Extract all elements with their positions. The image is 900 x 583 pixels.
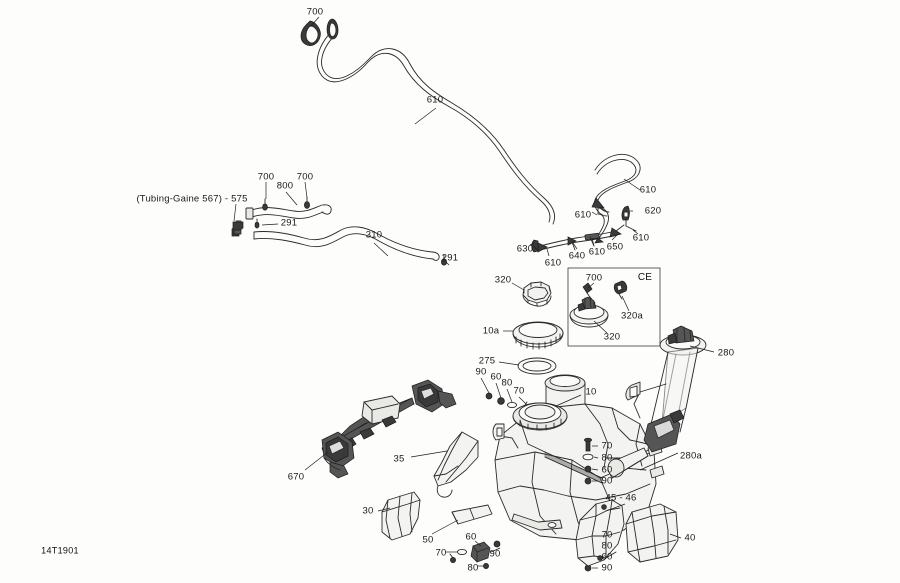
part-callout-670: 670 xyxy=(287,471,305,483)
part-callout-610: 610 xyxy=(632,232,650,244)
ring-10a xyxy=(512,321,564,350)
clamp-700-top-pair xyxy=(300,18,339,46)
hose-310 xyxy=(253,226,440,261)
fuel-pump-module-280 xyxy=(607,325,707,479)
clip-575 xyxy=(231,220,244,237)
part-callout-90: 90 xyxy=(489,548,501,560)
part-callout--tubing-gaine-567-575: (Tubing-Gaine 567) - 575 xyxy=(136,193,248,205)
part-callout-610: 610 xyxy=(574,209,592,221)
bracket-670 xyxy=(321,379,457,479)
part-callout-70: 70 xyxy=(435,547,447,559)
part-callout-70: 70 xyxy=(601,529,613,541)
hose-610-upper xyxy=(316,27,555,225)
pad-40 xyxy=(625,503,679,563)
part-callout-40: 40 xyxy=(684,532,696,544)
part-callout-700: 700 xyxy=(257,171,275,183)
part-callout-700: 700 xyxy=(296,171,314,183)
pad-30 xyxy=(381,491,421,541)
part-callout-70: 70 xyxy=(513,385,525,397)
part-callout-10a: 10a xyxy=(482,325,500,337)
ce-bracket-320a xyxy=(613,280,628,300)
part-callout-90: 90 xyxy=(601,475,613,487)
part-callout-291: 291 xyxy=(441,252,459,264)
shield-35 xyxy=(433,431,479,498)
part-callout-630: 630 xyxy=(516,243,534,255)
part-callout-310: 310 xyxy=(365,229,383,241)
part-callout-60: 60 xyxy=(490,371,502,383)
ce-cap-320 xyxy=(569,296,609,328)
part-callout-10: 10 xyxy=(585,386,597,398)
inset-code-label: CE xyxy=(637,272,653,283)
oring-275 xyxy=(517,357,557,375)
part-callout-60: 60 xyxy=(601,464,613,476)
part-callout-45-46: 45 - 46 xyxy=(605,492,637,504)
part-callout-291: 291 xyxy=(280,217,298,229)
part-callout-60: 60 xyxy=(601,551,613,563)
connector-620 xyxy=(621,205,637,232)
part-callout-610: 610 xyxy=(544,257,562,269)
cap-320 xyxy=(522,281,552,307)
bracket-45-46 xyxy=(575,499,625,567)
strip-50 xyxy=(451,504,493,525)
part-callout-610: 610 xyxy=(426,94,444,106)
part-callout-280a: 280a xyxy=(680,450,702,462)
part-callout-30: 30 xyxy=(362,505,374,517)
part-callout-700: 700 xyxy=(306,6,324,18)
fuel-line-assembly xyxy=(537,224,625,253)
drawing-number-label: 14T1901 xyxy=(41,545,79,556)
part-callout-620: 620 xyxy=(644,205,662,217)
clamp-700-on-800-left xyxy=(262,198,268,211)
part-callout-800: 800 xyxy=(276,180,294,192)
part-callout-80: 80 xyxy=(601,452,613,464)
part-callout-640: 640 xyxy=(568,250,586,262)
part-callout-320a: 320a xyxy=(621,310,643,322)
part-callout-610: 610 xyxy=(588,246,606,258)
clamp-291-on-310 xyxy=(441,254,447,266)
part-callout-280: 280 xyxy=(717,347,735,359)
part-callout-90: 90 xyxy=(601,562,613,574)
part-callout-90: 90 xyxy=(475,366,487,378)
fastener-group-lower-center xyxy=(449,540,501,569)
part-callout-80: 80 xyxy=(501,377,513,389)
part-callout-80: 80 xyxy=(467,562,479,574)
part-callout-60: 60 xyxy=(465,531,477,543)
hose-800 xyxy=(245,204,332,220)
clamp-291-upper xyxy=(254,218,260,229)
part-callout-70: 70 xyxy=(601,440,613,452)
part-callout-320: 320 xyxy=(494,274,512,286)
part-callout-610: 610 xyxy=(639,184,657,196)
ce-inset-box xyxy=(567,267,661,347)
part-callout-650: 650 xyxy=(606,241,624,253)
part-callout-80: 80 xyxy=(601,540,613,552)
part-callout-700: 700 xyxy=(585,272,603,284)
fastener-column-upper-right xyxy=(582,437,594,485)
part-callout-320: 320 xyxy=(603,331,621,343)
part-callout-35: 35 xyxy=(393,453,405,465)
part-callout-50: 50 xyxy=(422,534,434,546)
part-callout-275: 275 xyxy=(478,355,496,367)
clamp-700-on-800-right xyxy=(304,196,310,209)
